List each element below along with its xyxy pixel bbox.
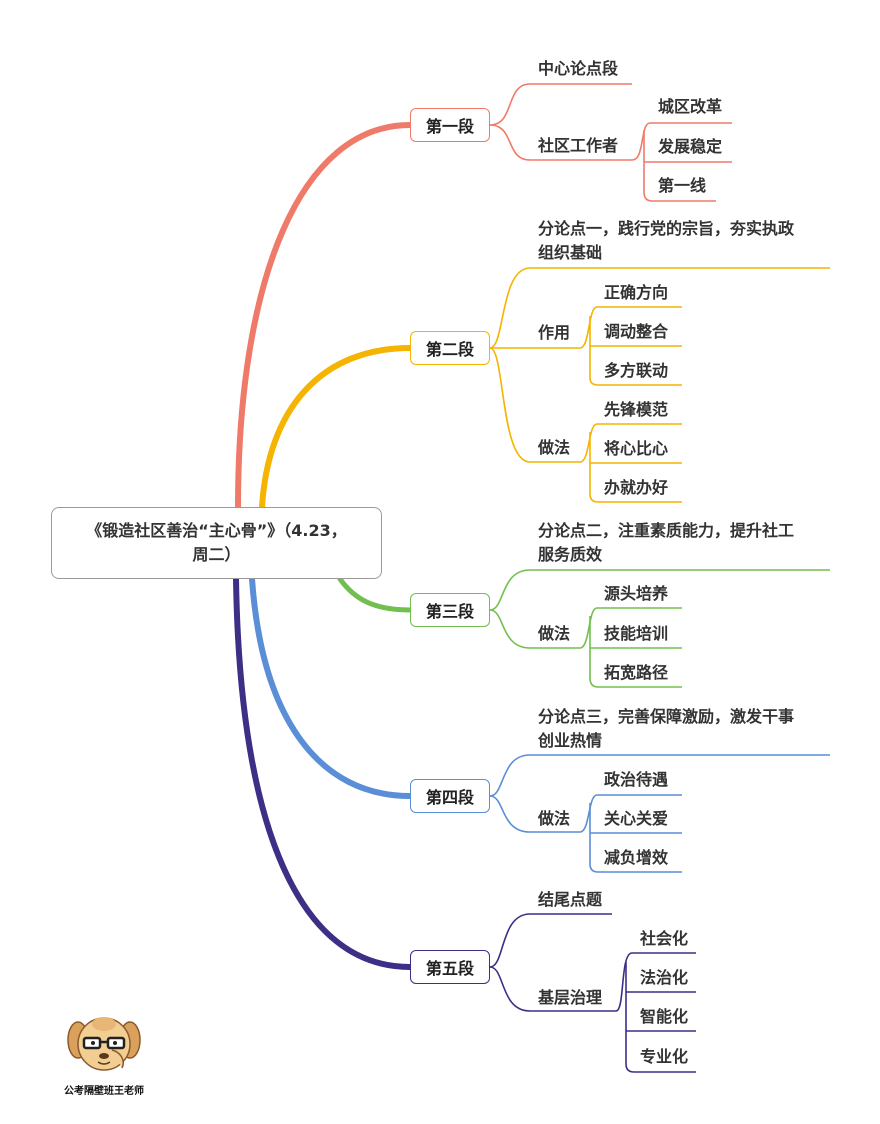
root-node: 《锻造社区善治“主心骨”》（4.23， 周二） — [51, 507, 382, 579]
node-s5-socialization: 社会化 — [639, 929, 688, 948]
branch-s1 — [235, 122, 413, 510]
branch-s3 — [337, 576, 413, 613]
section5-labels: 结尾点题 基层治理 社会化 法治化 智能化 专业化 — [537, 890, 688, 1066]
node-s1-development-stability: 发展稳定 — [657, 137, 722, 156]
node-s5-intelligent: 智能化 — [640, 1007, 688, 1026]
node-s2-multi-party-linkage: 多方联动 — [604, 361, 668, 380]
node-s2-role: 作用 — [538, 323, 570, 342]
section-4-label: 第四段 — [425, 788, 474, 807]
section-2-label: 第二段 — [425, 340, 474, 359]
section-2-box: 第二段 — [410, 331, 490, 365]
watermark-caption: 公考隔壁班王老师 — [64, 1086, 144, 1097]
section-3-label: 第三段 — [425, 602, 474, 621]
node-s4-care: 关心关爱 — [604, 809, 668, 828]
node-s5-grassroots-governance: 基层治理 — [537, 988, 602, 1007]
node-s4-political-treatment: 政治待遇 — [604, 770, 668, 789]
node-s2-empathy: 将心比心 — [604, 439, 668, 458]
node-s2-vanguard-model: 先锋模范 — [604, 400, 668, 419]
node-s4-approach: 做法 — [537, 809, 570, 828]
root-title-line1: 《锻造社区善治“主心骨”》（4.23， — [86, 521, 347, 540]
section2-connectors — [489, 267, 830, 503]
section1-connectors — [489, 83, 732, 202]
section-1-box: 第一段 — [410, 108, 490, 142]
node-s4-subpoint3-line2: 创业热情 — [537, 731, 602, 750]
branch-s4 — [249, 576, 413, 799]
node-s5-rule-of-law: 法治化 — [640, 968, 688, 987]
node-s1-community-workers: 社区工作者 — [537, 136, 618, 155]
branch-s2 — [259, 345, 413, 510]
node-s1-urban-reform: 城区改革 — [658, 97, 722, 116]
node-s3-subpoint2-line2: 服务质效 — [538, 545, 602, 564]
node-s5-conclusion: 结尾点题 — [537, 890, 603, 909]
node-s4-subpoint3-line1: 分论点三，完善保障激励，激发干事 — [538, 707, 794, 726]
node-s5-professional: 专业化 — [640, 1047, 688, 1066]
section-4-box: 第四段 — [410, 779, 490, 813]
root-title-line2: 周二） — [192, 545, 241, 564]
node-s3-source-cultivation: 源头培养 — [604, 584, 669, 603]
node-s4-reduce-burden: 减负增效 — [604, 848, 668, 867]
node-s2-correct-direction: 正确方向 — [604, 283, 668, 302]
node-s1-central-thesis: 中心论点段 — [538, 59, 619, 78]
node-s3-subpoint2-line1: 分论点二，注重素质能力，提升社工 — [538, 521, 794, 540]
branch-s5 — [233, 576, 413, 970]
section-3-box: 第三段 — [410, 593, 490, 627]
section3-labels: 分论点二，注重素质能力，提升社工 服务质效 做法 源头培养 技能培训 拓宽路径 — [537, 521, 794, 682]
section-1-label: 第一段 — [425, 117, 474, 136]
section-5-label: 第五段 — [425, 959, 474, 978]
section1-labels: 中心论点段 社区工作者 城区改革 发展稳定 第一线 — [537, 59, 722, 195]
section3-connectors — [489, 569, 830, 688]
section4-connectors — [489, 754, 830, 873]
node-s3-widen-paths: 拓宽路径 — [604, 663, 668, 682]
node-s2-mobilize-integrate: 调动整合 — [604, 322, 669, 341]
node-s2-subpoint1-line2: 组织基础 — [538, 243, 602, 262]
node-s2-do-it-well: 办就办好 — [604, 478, 668, 497]
dog-mascot-icon — [67, 1017, 141, 1071]
node-s1-front-line: 第一线 — [658, 176, 706, 195]
section4-labels: 分论点三，完善保障激励，激发干事 创业热情 做法 政治待遇 关心关爱 减负增效 — [537, 707, 794, 867]
section-5-box: 第五段 — [410, 950, 490, 984]
section5-connectors — [489, 913, 696, 1073]
node-s2-approach: 做法 — [537, 438, 570, 457]
section2-labels: 分论点一，践行党的宗旨，夯实执政 组织基础 作用 正确方向 调动整合 多方联动 … — [537, 219, 795, 497]
node-s3-skill-training: 技能培训 — [604, 624, 668, 643]
main-branches — [233, 122, 413, 970]
node-s3-approach: 做法 — [537, 624, 570, 643]
node-s2-subpoint1-line1: 分论点一，践行党的宗旨，夯实执政 — [538, 219, 795, 238]
